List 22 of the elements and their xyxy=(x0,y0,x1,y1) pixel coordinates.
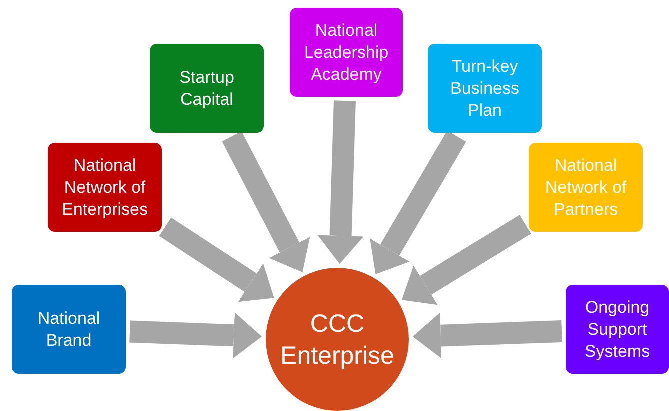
node-label: National Network of Partners xyxy=(544,154,628,220)
feature-box xyxy=(566,285,669,374)
node-label: National Leadership Academy xyxy=(303,20,390,86)
feature-box xyxy=(290,8,403,97)
node-label: National Network of Enterprises xyxy=(61,154,149,220)
block-arrow xyxy=(159,218,274,302)
block-arrow xyxy=(130,312,262,359)
block-arrow xyxy=(402,215,532,306)
feature-box xyxy=(428,44,542,133)
node-label: Turn-key Business Plan xyxy=(450,56,520,122)
node-label: CCC Enterprise xyxy=(280,308,396,372)
feature-box xyxy=(48,143,162,232)
block-arrow xyxy=(318,100,364,264)
node-label: National Brand xyxy=(36,308,102,352)
block-arrow xyxy=(370,130,466,274)
block-arrow xyxy=(222,131,310,273)
feature-box xyxy=(529,143,643,232)
node-label: Ongoing Support Systems xyxy=(584,296,652,362)
block-arrow xyxy=(412,312,562,359)
node-label: Startup Capital xyxy=(178,66,236,110)
feature-box xyxy=(150,44,264,133)
feature-box xyxy=(12,285,126,374)
